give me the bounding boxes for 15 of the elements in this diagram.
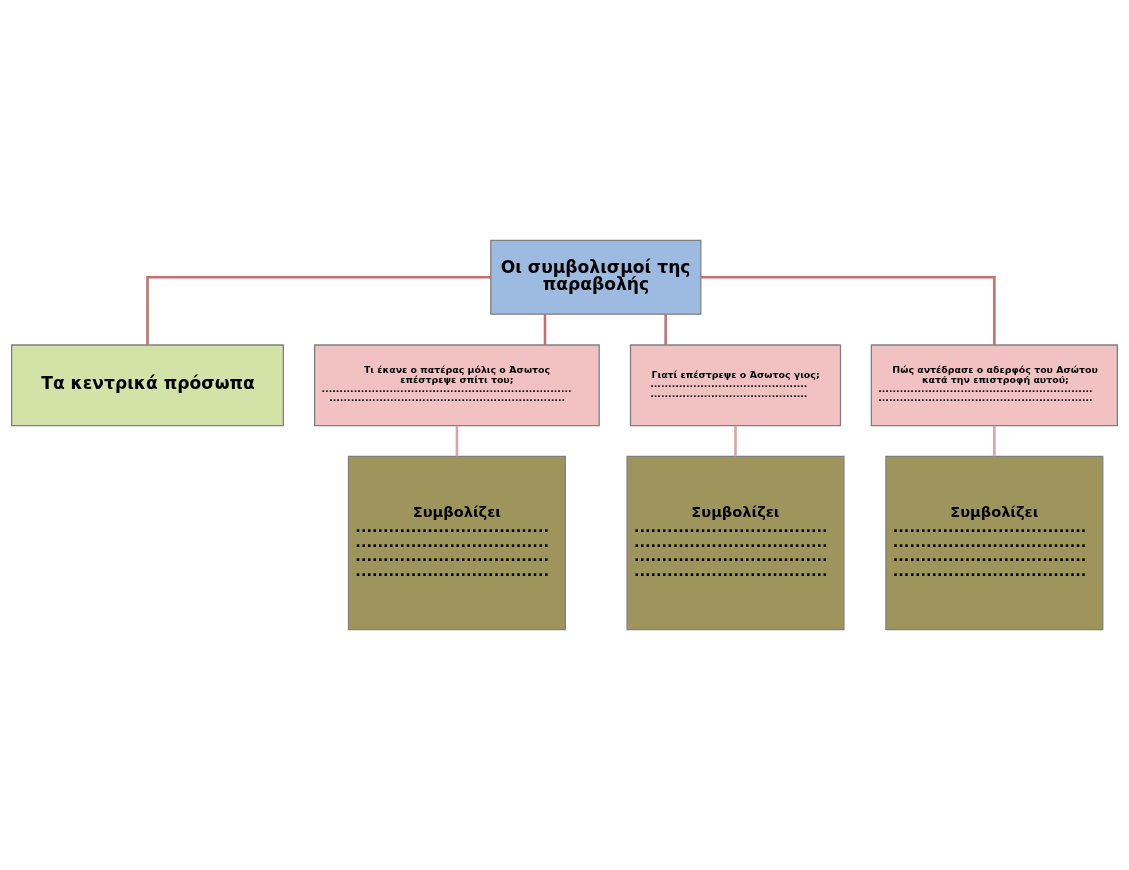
node-box: Συμβολίζει ................................... ................................... ................................... ................................... — [347, 455, 566, 631]
node-box: Συμβολίζει ................................... ................................... ................................... ................................... — [885, 455, 1104, 631]
connector — [543, 314, 547, 345]
connector — [993, 425, 996, 457]
connector — [146, 276, 491, 345]
connector — [701, 276, 996, 345]
connector — [664, 314, 667, 345]
node-box: Πώς αντέδρασε ο αδερφός του Ασώτου κατά την επιστροφή αυτού; ............................................................ ............................................................ — [870, 344, 1118, 427]
node-box: Τι έκανε ο πατέρας μόλις ο Άσωτος επέστρεψε σπίτι του; ...................................................................... .................................................................. — [314, 344, 600, 427]
node-box: Γιατί επέστρεψε ο Άσωτος γιος; ............................................ ............................................ — [629, 344, 842, 427]
connector — [455, 425, 459, 457]
node-box: Τα κεντρικά πρόσωπα — [11, 344, 284, 427]
node-box: Οι συμβολισμοί της παραβολής — [490, 239, 702, 315]
node-box: Συμβολίζει ................................... ................................... ................................... ................................... — [626, 455, 845, 631]
connector — [734, 425, 737, 457]
